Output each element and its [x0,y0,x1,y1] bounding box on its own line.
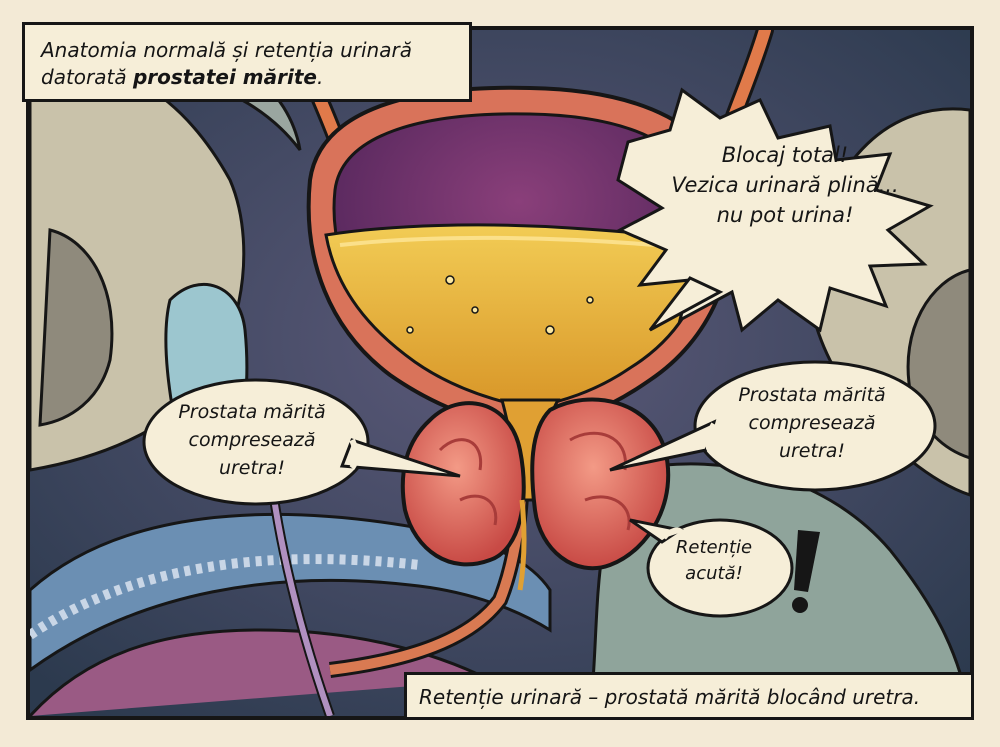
bubble-right-line: compresează [748,412,876,434]
bubble-left-line: compresează [188,429,316,451]
bubble-retention-text: Retenție acută! [658,535,770,587]
caption-title-suffix: . [316,65,324,89]
exclamation-icon [792,530,820,613]
bubble-blocaj-line: Vezica urinară plină... [671,173,899,197]
spiky-bubble [616,87,934,333]
bubble-left-line: uretra! [218,457,286,479]
bubble-right-line: Prostata mărită [738,384,886,406]
caption-title: Anatomia normală și retenția urinară dat… [22,22,472,102]
bubble-prostate-left-text: Prostata mărită compresează uretra! [152,398,352,482]
caption-title-bold: prostatei mărite [132,65,317,89]
enlarged-prostate [400,397,671,591]
anatomy-illustration [30,30,970,716]
bubble-retention-line: acută! [685,563,743,584]
caption-title-prefix: datorată [41,65,133,89]
caption-title-line2: datorată prostatei mărite. [41,64,453,91]
bubble-blocaj-line: nu pot urina! [716,203,854,227]
bubble-left-line: Prostata mărită [178,401,326,423]
bubble-blocaj-text: Blocaj total! Vezica urinară plină... nu… [635,140,935,230]
bubble-prostate-right-text: Prostata mărită compresează uretra! [712,381,912,465]
caption-summary: Retenție urinară – prostată mărită blocâ… [404,672,974,720]
urine [324,223,712,410]
comic-panel [26,26,974,720]
bubble-blocaj-line: Blocaj total! [721,143,849,167]
bubble-retention-line: Retenție [675,537,753,558]
speech-bubbles [142,87,937,618]
caption-title-line1: Anatomia normală și retenția urinară [41,38,412,62]
bubble-right-line: uretra! [778,440,846,462]
